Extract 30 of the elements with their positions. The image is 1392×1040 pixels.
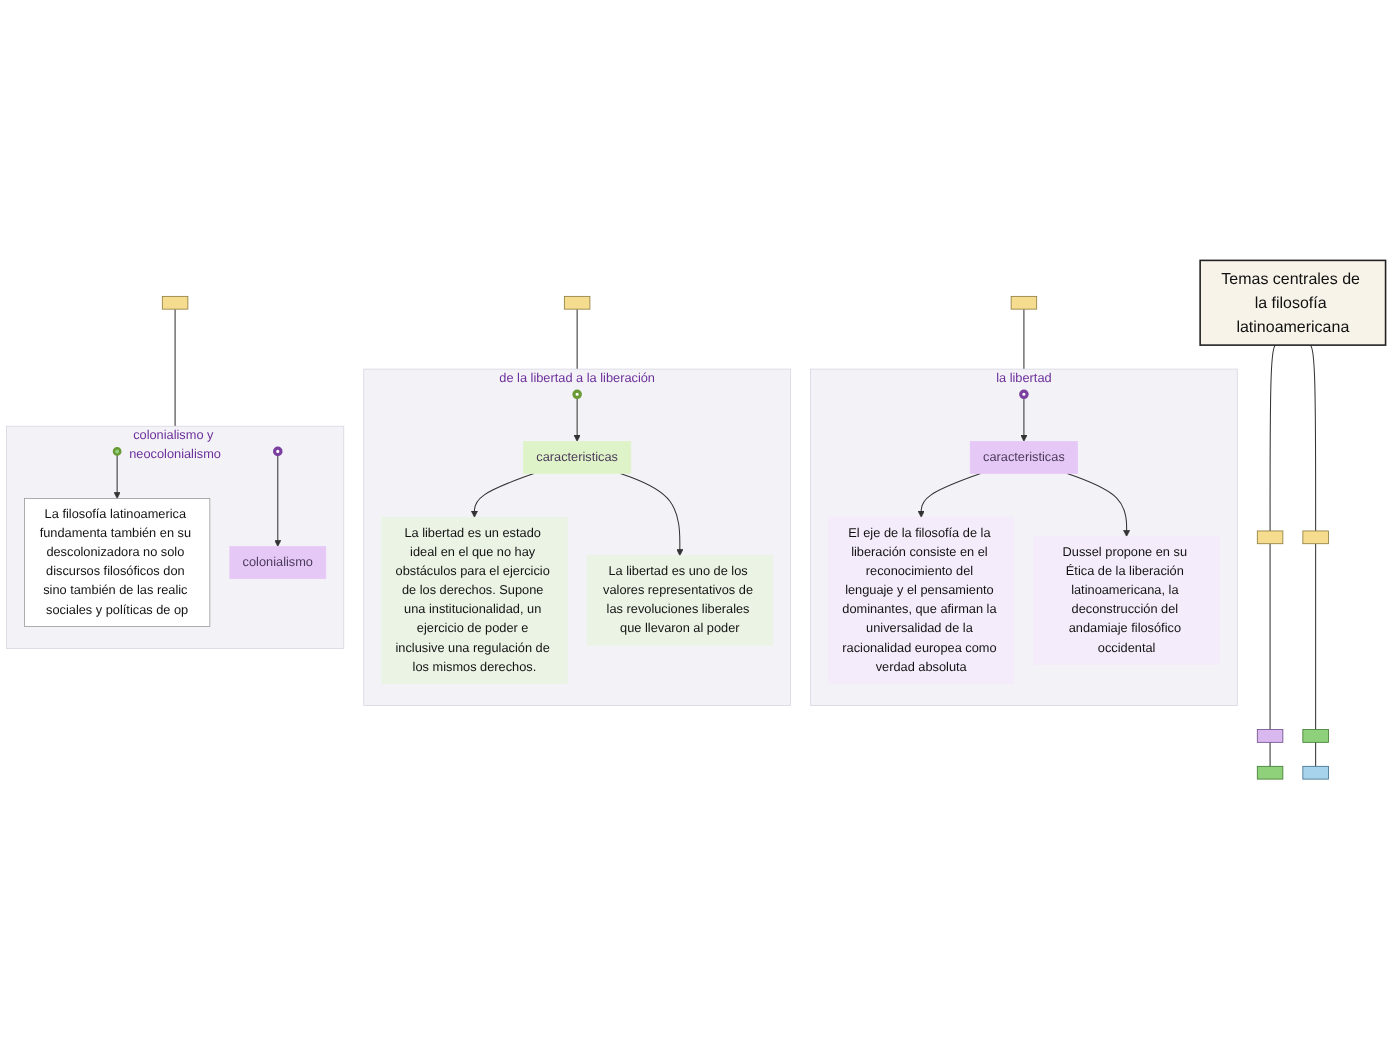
connector bbox=[174, 308, 176, 427]
arrow bbox=[573, 397, 581, 442]
arrow bbox=[619, 473, 684, 557]
node-box bbox=[1302, 729, 1329, 743]
connector bbox=[1315, 543, 1317, 731]
node-circle bbox=[273, 446, 283, 457]
connector bbox=[1269, 742, 1271, 768]
arrow bbox=[470, 473, 535, 518]
connector bbox=[1023, 308, 1025, 370]
connector bbox=[576, 308, 578, 370]
node-circle bbox=[572, 389, 582, 400]
node-box bbox=[1256, 729, 1284, 743]
node-box bbox=[563, 296, 591, 310]
connector bbox=[1269, 344, 1276, 532]
node-box bbox=[1302, 530, 1329, 545]
node-box bbox=[1256, 530, 1284, 545]
node-box bbox=[1010, 296, 1038, 310]
arrow bbox=[113, 454, 121, 500]
arrow bbox=[1020, 397, 1028, 442]
node-circle bbox=[1019, 389, 1029, 400]
arrow bbox=[274, 454, 282, 548]
arrow bbox=[1066, 473, 1131, 538]
connector bbox=[1310, 344, 1317, 532]
node-circle bbox=[112, 447, 122, 457]
node-box bbox=[1302, 766, 1329, 780]
arrow bbox=[917, 473, 982, 518]
node-box bbox=[161, 296, 189, 310]
connector bbox=[1269, 543, 1271, 731]
node-box bbox=[1256, 766, 1284, 780]
connector bbox=[1315, 742, 1317, 768]
